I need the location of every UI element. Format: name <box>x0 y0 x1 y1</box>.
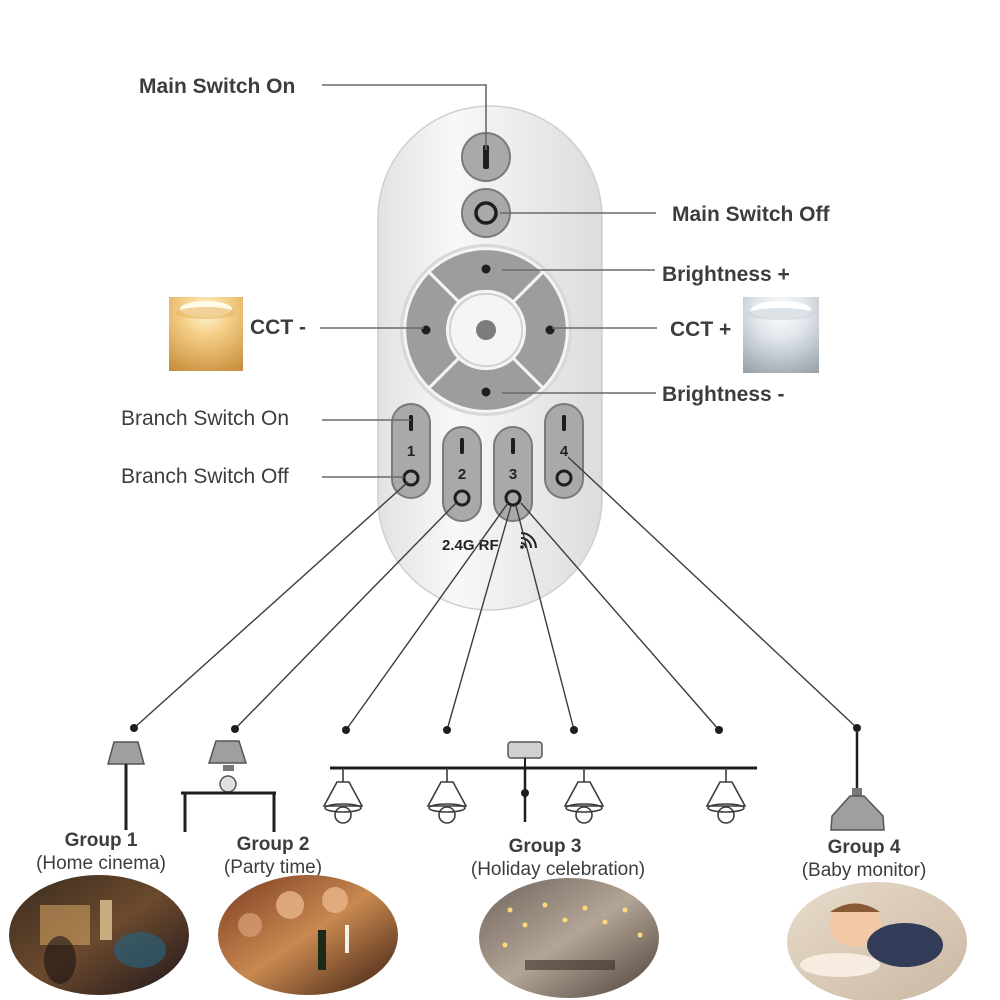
dpad <box>400 244 572 416</box>
branch-button-4[interactable]: 4 <box>544 403 584 499</box>
leader-lines <box>320 84 657 478</box>
rf-label: 2.4G RF <box>442 537 499 554</box>
branch-on-icon <box>562 415 566 431</box>
warm-light-thumbnail <box>169 297 243 371</box>
wireless-dot <box>520 545 524 549</box>
group-2-title: Group 2 <box>237 834 310 855</box>
label-cct-minus: CCT - <box>250 316 306 339</box>
branch-button-3[interactable]: 3 <box>493 426 533 522</box>
pendant-bulb-icon <box>705 768 747 824</box>
dot-indicator <box>481 264 491 274</box>
branch-on-icon <box>460 438 464 454</box>
branch-on-icon <box>511 438 515 454</box>
cct-minus-button[interactable] <box>403 269 462 391</box>
branch-off-icon <box>402 469 420 487</box>
holiday-photo <box>479 878 659 998</box>
pendant-bulb-icon <box>322 768 364 824</box>
label-branch-switch-on: Branch Switch On <box>121 407 289 430</box>
power-off-icon <box>474 201 498 225</box>
branch-number: 2 <box>458 466 466 483</box>
connection-dots <box>130 724 861 734</box>
baby-photo <box>787 882 967 1000</box>
power-on-icon <box>483 145 489 169</box>
cool-light-thumbnail <box>743 297 819 373</box>
floor-lamp-icon <box>107 741 145 830</box>
home-cinema-photo <box>9 875 189 995</box>
pendant-bulb-icon <box>563 768 605 824</box>
group-2-subtitle: (Party time) <box>224 857 322 878</box>
dot-indicator <box>545 325 555 335</box>
label-cct-plus: CCT + <box>670 318 731 341</box>
group-1-subtitle: (Home cinema) <box>36 853 166 874</box>
brightness-down-button[interactable] <box>426 355 546 413</box>
group-3-title: Group 3 <box>509 836 582 857</box>
branch-on-icon <box>409 415 413 431</box>
branch-number: 3 <box>509 466 517 483</box>
branch-number: 1 <box>407 443 415 460</box>
label-main-switch-off: Main Switch Off <box>672 203 831 226</box>
dot-indicator <box>421 325 431 335</box>
group-1-title: Group 1 <box>65 830 138 851</box>
branch-off-icon <box>504 489 522 507</box>
group-4-title: Group 4 <box>828 837 901 858</box>
label-branch-switch-off: Branch Switch Off <box>121 465 289 488</box>
group-4-subtitle: (Baby monitor) <box>802 860 927 881</box>
label-brightness-plus: Brightness + <box>662 263 790 286</box>
branch-number: 4 <box>560 443 569 460</box>
party-photo <box>218 875 398 995</box>
label-main-switch-on: Main Switch On <box>139 75 295 98</box>
group-3-subtitle: (Holiday celebration) <box>471 859 645 880</box>
branch-off-icon <box>555 469 573 487</box>
connection-lines <box>133 456 858 731</box>
cct-plus-button[interactable] <box>510 269 569 391</box>
pendant-bulb-icon <box>426 768 468 824</box>
chandelier-icon <box>330 741 757 822</box>
branch-off-icon <box>453 489 471 507</box>
label-brightness-minus: Brightness - <box>662 383 785 406</box>
branch-button-1[interactable]: 1 <box>391 403 431 499</box>
branch-button-2[interactable]: 2 <box>442 426 482 522</box>
ceiling-pendant-icon <box>830 732 885 831</box>
dot-indicator <box>481 387 491 397</box>
table-lamp-icon <box>181 740 276 832</box>
